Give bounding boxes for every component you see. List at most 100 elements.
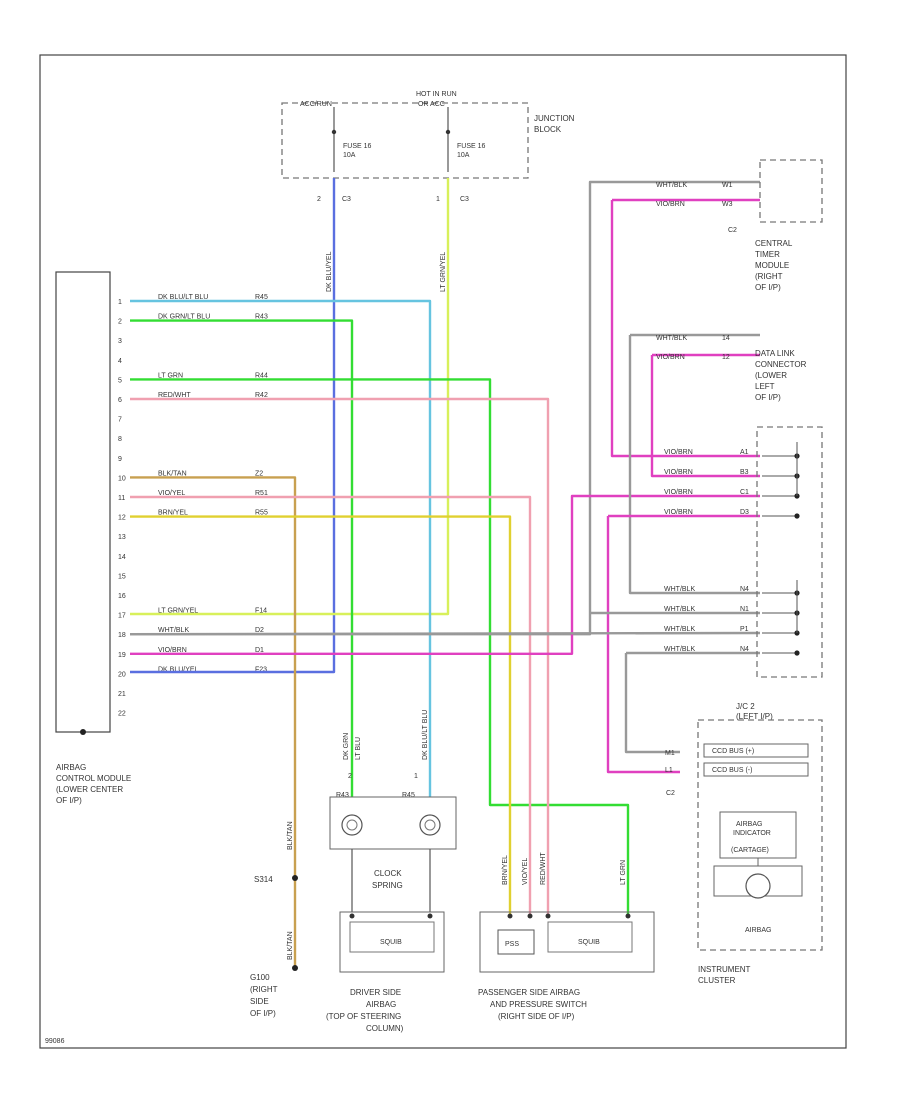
splice-lower-pin-0: N4 bbox=[740, 586, 749, 593]
acm-pin-15: 15 bbox=[118, 573, 126, 580]
driver-label-3: (TOP OF STEERING bbox=[326, 1012, 401, 1021]
junction-left-pin: 2 bbox=[317, 196, 321, 203]
pressure-switch-icon bbox=[497, 929, 535, 955]
splice-upper-wire-3: VIO/BRN bbox=[664, 509, 693, 516]
dlc-pin-b: 12 bbox=[722, 354, 730, 361]
cluster-label-2: CLUSTER bbox=[698, 976, 736, 985]
fuse-right-label: FUSE 16 bbox=[457, 143, 486, 150]
wire-brn-yel bbox=[130, 515, 512, 916]
dlc-label-3: (LOWER bbox=[755, 371, 787, 380]
fuse-left-label: FUSE 16 bbox=[343, 143, 372, 150]
splice-upper-dot-3 bbox=[794, 513, 800, 519]
dlc-wire-b: VIO/BRN bbox=[656, 354, 685, 361]
acm-wire-circuit-9: D1 bbox=[255, 647, 264, 654]
ground-name: G100 bbox=[250, 973, 270, 982]
splice-lower-wire-0: WHT/BLK bbox=[664, 586, 695, 593]
acm-pin-8: 8 bbox=[118, 436, 122, 443]
cluster-label-1: INSTRUMENT bbox=[698, 965, 751, 974]
acm-wire-color-6: BRN/YEL bbox=[158, 510, 188, 517]
junction-title-2: BLOCK bbox=[534, 125, 562, 134]
label-passenger-wire-0: BRN/YEL bbox=[502, 855, 509, 885]
label-driver-wire-a: DK GRN bbox=[343, 733, 350, 760]
acm-wire-circuit-2: R44 bbox=[255, 372, 268, 379]
ccd-bus-plus: CCD BUS (+) bbox=[712, 748, 754, 755]
wire-lt-grn-yel bbox=[130, 178, 450, 616]
splice-lower-wire-2: WHT/BLK bbox=[664, 626, 695, 633]
passenger-label-3: (RIGHT SIDE OF I/P) bbox=[498, 1012, 575, 1021]
diagram-frame bbox=[39, 54, 847, 1049]
ctm-wire-a: WHT/BLK bbox=[656, 182, 687, 189]
acm-pin-16: 16 bbox=[118, 593, 126, 600]
label-junction-right-wire: LT GRN/YEL bbox=[440, 252, 447, 292]
splice-lower-dot-3 bbox=[794, 650, 800, 656]
acm-wire-color-7: LT GRN/YEL bbox=[158, 608, 198, 615]
ground-label-2: SIDE bbox=[250, 997, 269, 1006]
acm-pin-12: 12 bbox=[118, 515, 126, 522]
acm-label-1: AIRBAG bbox=[56, 763, 86, 772]
dlc-label-1: DATA LINK bbox=[755, 349, 795, 358]
diagram-id: 99086 bbox=[45, 1038, 65, 1045]
driver-pin-a: 2 bbox=[348, 773, 352, 780]
driver-pin-b: 1 bbox=[414, 773, 418, 780]
junction-top-label-1: HOT IN RUN bbox=[416, 91, 457, 98]
driver-conn-b: R45 bbox=[402, 792, 415, 799]
dlc-label-5: OF I/P) bbox=[755, 393, 781, 402]
wire-dk-grn-lt-blu bbox=[130, 319, 354, 797]
splice-lower-pin-3: N4 bbox=[740, 646, 749, 653]
ctm-pin-a: W1 bbox=[722, 182, 733, 189]
acm-wire-circuit-7: F14 bbox=[255, 608, 267, 615]
acm-pin-6: 6 bbox=[118, 397, 122, 404]
splice-lower-wire-3: WHT/BLK bbox=[664, 646, 695, 653]
wire-ctm-vio-brn-down bbox=[610, 200, 760, 458]
acm-wire-circuit-3: R42 bbox=[255, 392, 268, 399]
driver-airbag: 2 1 R43 R45 CLOCK SPRING SQUIB DRIVER SI… bbox=[326, 773, 457, 1033]
dlc-label-2: CONNECTOR bbox=[755, 360, 807, 369]
splice-upper-wire-1: VIO/BRN bbox=[664, 469, 693, 476]
passenger-squib-label: SQUIB bbox=[578, 939, 600, 946]
indicator-label-3: (CARTAGE) bbox=[731, 847, 769, 854]
ctm-label-3: MODULE bbox=[755, 261, 789, 270]
fuse-left-rating: 10A bbox=[343, 152, 356, 159]
acm-pin-2: 2 bbox=[118, 319, 122, 326]
acm-pin-18: 18 bbox=[118, 632, 126, 639]
wire-jc2-vio-brn-down bbox=[606, 516, 680, 774]
ctm-label-2: TIMER bbox=[755, 250, 780, 259]
acm-wire-color-4: BLK/TAN bbox=[158, 470, 187, 477]
acm-pin-21: 21 bbox=[118, 691, 126, 698]
label-ground-wire-bottom: BLK/TAN bbox=[287, 931, 294, 960]
passenger-airbag: PSS SQUIB PASSENGER SIDE AIRBAG AND PRES… bbox=[478, 911, 655, 1021]
indicator-label-1: AIRBAG bbox=[736, 821, 762, 828]
clock-spring-label-1: CLOCK bbox=[374, 869, 402, 878]
jc2-conn: C2 bbox=[666, 790, 675, 797]
splice-upper-pin-1: B3 bbox=[740, 469, 749, 476]
acm-pin-5: 5 bbox=[118, 377, 122, 384]
acm-wire-circuit-0: R45 bbox=[255, 294, 268, 301]
pressure-switch-label: PSS bbox=[505, 941, 519, 948]
wire-dk-blu-yel bbox=[130, 178, 336, 674]
acm-pin-10: 10 bbox=[118, 475, 126, 482]
wire-dlc-vio-brn-down bbox=[650, 355, 760, 478]
acm-pin-9: 9 bbox=[118, 456, 122, 463]
ground-splice-label: S314 bbox=[254, 875, 273, 884]
indicator-label-2: INDICATOR bbox=[733, 830, 771, 837]
ctm-pin-b: W3 bbox=[722, 201, 733, 208]
label-driver-wire-b: LT BLU bbox=[355, 737, 362, 760]
junction-left-label: ACC/RUN bbox=[300, 101, 332, 108]
jc2-label-1: J/C 2 bbox=[736, 702, 755, 711]
fuse-right-rating: 10A bbox=[457, 152, 470, 159]
label-junction-left-wire: DK BLU/YEL bbox=[326, 251, 333, 292]
splice-upper-pin-3: D3 bbox=[740, 509, 749, 516]
wire-vio-brn bbox=[130, 494, 760, 655]
dlc-wire-a: WHT/BLK bbox=[656, 335, 687, 342]
ctm-label-5: OF I/P) bbox=[755, 283, 781, 292]
junction-right-pin: 1 bbox=[436, 196, 440, 203]
acm-pin-20: 20 bbox=[118, 671, 126, 678]
clock-spring-coil-left-icon bbox=[341, 814, 363, 836]
acm-wire-color-5: VIO/YEL bbox=[158, 490, 185, 497]
acm-wire-circuit-10: F23 bbox=[255, 666, 267, 673]
ctm-wire-b: VIO/BRN bbox=[656, 201, 685, 208]
